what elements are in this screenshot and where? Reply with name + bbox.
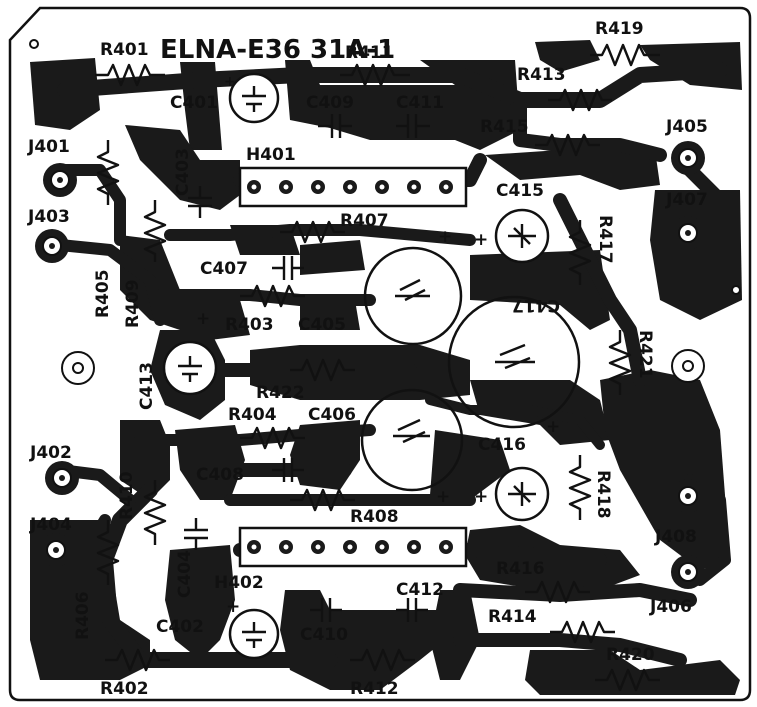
jack-pads xyxy=(35,141,705,589)
capacitor-c417 xyxy=(363,246,581,429)
polarity-plus-3: + xyxy=(474,230,488,250)
label-j405: J405 xyxy=(665,117,708,137)
label-j407: J407 xyxy=(665,190,708,210)
capacitor-c416-body xyxy=(494,466,550,522)
resistor-symbols xyxy=(95,43,660,692)
label-r402: R402 xyxy=(100,679,149,699)
board-title: ELNA-E36 31A-1 xyxy=(160,35,395,65)
component-labels: ELNA-E36 31A-1 R401 R411 R419 R413 R415 … xyxy=(27,19,708,699)
header-h402 xyxy=(238,526,468,568)
label-c409: C409 xyxy=(306,93,354,113)
polarity-plus-4: + xyxy=(436,487,450,507)
label-j406: J406 xyxy=(649,597,692,617)
capacitor-c413-body xyxy=(162,340,218,396)
polarity-plus-5: + xyxy=(474,487,488,507)
label-r417: R417 xyxy=(595,215,615,264)
label-r406: R406 xyxy=(73,591,93,640)
label-c412: C412 xyxy=(396,580,444,600)
label-r409: R409 xyxy=(123,279,143,328)
label-r408: R408 xyxy=(350,507,399,527)
label-r411: R411 xyxy=(345,43,394,63)
label-j408: J408 xyxy=(654,527,697,547)
label-j403: J403 xyxy=(27,207,70,227)
label-r421: R421 xyxy=(635,330,655,379)
label-r413: R413 xyxy=(517,65,566,85)
polarity-plus-1: + xyxy=(196,309,210,329)
label-h402: H402 xyxy=(214,573,264,593)
svg-text:+: + xyxy=(224,74,236,90)
label-c408: C408 xyxy=(196,465,244,485)
label-c403: C403 xyxy=(173,148,193,196)
label-r419: R419 xyxy=(595,19,644,39)
ceramic-caps xyxy=(184,114,430,622)
label-r401: R401 xyxy=(100,40,149,60)
label-c415: C415 xyxy=(496,181,544,201)
label-c416: C416 xyxy=(478,435,526,455)
label-c402: C402 xyxy=(156,617,204,637)
capacitor-c415-body xyxy=(494,208,550,264)
label-r403: R403 xyxy=(225,315,274,335)
label-r422: R422 xyxy=(256,383,305,403)
label-r407: R407 xyxy=(340,211,389,231)
label-r412: R412 xyxy=(350,679,399,699)
label-r416: R416 xyxy=(496,559,545,579)
label-r404: R404 xyxy=(228,405,277,425)
label-j404: J404 xyxy=(29,515,72,535)
capacitor-c406-circle xyxy=(360,388,464,492)
polarity-plus-6: + xyxy=(546,417,560,437)
label-c401: C401 xyxy=(170,93,218,113)
polarity-plus-7: + xyxy=(226,597,240,617)
label-r414: R414 xyxy=(488,607,537,627)
capacitor-c402-body xyxy=(228,608,280,660)
header-h401 xyxy=(238,166,468,208)
polarity-plus-2: + xyxy=(438,227,452,247)
label-r405: R405 xyxy=(93,269,113,318)
label-j401: J401 xyxy=(27,137,70,157)
label-c410: C410 xyxy=(300,625,348,645)
label-r415: R415 xyxy=(480,117,529,137)
label-c417: C417 xyxy=(512,295,560,315)
label-j402: J402 xyxy=(29,443,72,463)
label-c407: C407 xyxy=(200,259,248,279)
label-c413: C413 xyxy=(137,362,157,410)
capacitor-c401-body: + xyxy=(224,72,280,124)
mounting-holes xyxy=(29,39,741,385)
label-r410: R410 xyxy=(117,471,137,520)
label-c406: C406 xyxy=(308,405,356,425)
label-c411: C411 xyxy=(396,93,444,113)
label-r418: R418 xyxy=(593,470,613,519)
label-r420: R420 xyxy=(606,645,655,665)
label-c405: C405 xyxy=(298,315,346,335)
label-h401: H401 xyxy=(246,145,296,165)
label-c404: C404 xyxy=(175,550,195,598)
